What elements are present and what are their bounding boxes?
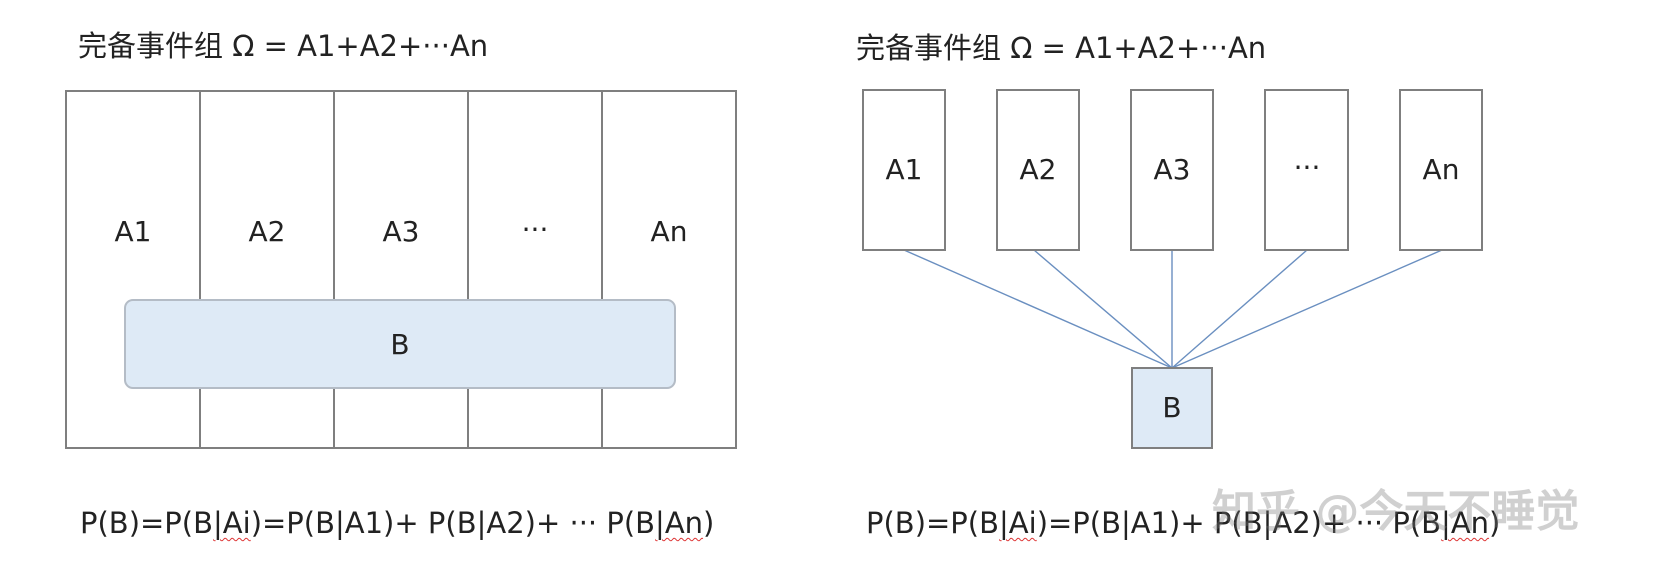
node-a2-label: A2: [1019, 153, 1057, 186]
formula-middle: )=P(B|A1)+ P(B|A2)+ ··· P(B: [250, 506, 656, 540]
node-an-label: An: [1422, 153, 1460, 186]
event-b-label: B: [390, 328, 410, 361]
right-total-probability-formula: P(B)=P(B|Ai)=P(B|A1)+ P(B|A2)+ ··· P(B|A…: [866, 509, 1500, 538]
formula-middle: )=P(B|A1)+ P(B|A2)+ ··· P(B: [1036, 506, 1442, 540]
event-b-rect: [124, 299, 676, 389]
partition-label-an: An: [650, 215, 688, 248]
formula-mark-ai: |Ai: [999, 506, 1037, 540]
sample-space-rect: [65, 90, 737, 449]
node-a1-rect: [862, 89, 946, 251]
partition-label-a3: A3: [382, 215, 420, 248]
left-partition-diagram: [65, 90, 737, 449]
partition-label-a1: A1: [114, 215, 152, 248]
node-ellipsis-label: ···: [1293, 151, 1321, 184]
formula-prefix: P(B)=P(B: [80, 506, 214, 540]
node-ellipsis-rect: [1264, 89, 1349, 251]
formula-mark-an: |An: [1441, 506, 1490, 540]
left-total-probability-formula: P(B)=P(B|Ai)=P(B|A1)+ P(B|A2)+ ··· P(B|A…: [80, 509, 714, 538]
left-diagram-title: 完备事件组 Ω = A1+A2+···An: [78, 29, 489, 63]
edge-ellipsis-b: [1171, 249, 1308, 369]
zhihu-watermark: 知乎 @今天不睡觉: [1212, 486, 1580, 537]
node-b-rect: [1131, 367, 1213, 449]
partition-label-ellipsis: ···: [521, 213, 549, 246]
formula-suffix: ): [1489, 506, 1501, 540]
formula-suffix: ): [703, 506, 715, 540]
node-a2-rect: [996, 89, 1080, 251]
node-a1-label: A1: [885, 153, 923, 186]
edge-an-b: [1171, 249, 1443, 369]
right-diagram-title: 完备事件组 Ω = A1+A2+···An: [856, 31, 1267, 65]
partition-label-a2: A2: [248, 215, 286, 248]
edge-a1-b: [903, 249, 1173, 369]
right-tree-diagram: [862, 89, 1483, 449]
formula-prefix: P(B)=P(B: [866, 506, 1000, 540]
formula-mark-an: |An: [655, 506, 704, 540]
node-b-label: B: [1162, 391, 1182, 424]
formula-mark-ai: |Ai: [213, 506, 251, 540]
node-a3-label: A3: [1153, 153, 1191, 186]
node-a3-rect: [1130, 89, 1214, 251]
node-an-rect: [1399, 89, 1483, 251]
edge-a2-b: [1033, 249, 1173, 369]
